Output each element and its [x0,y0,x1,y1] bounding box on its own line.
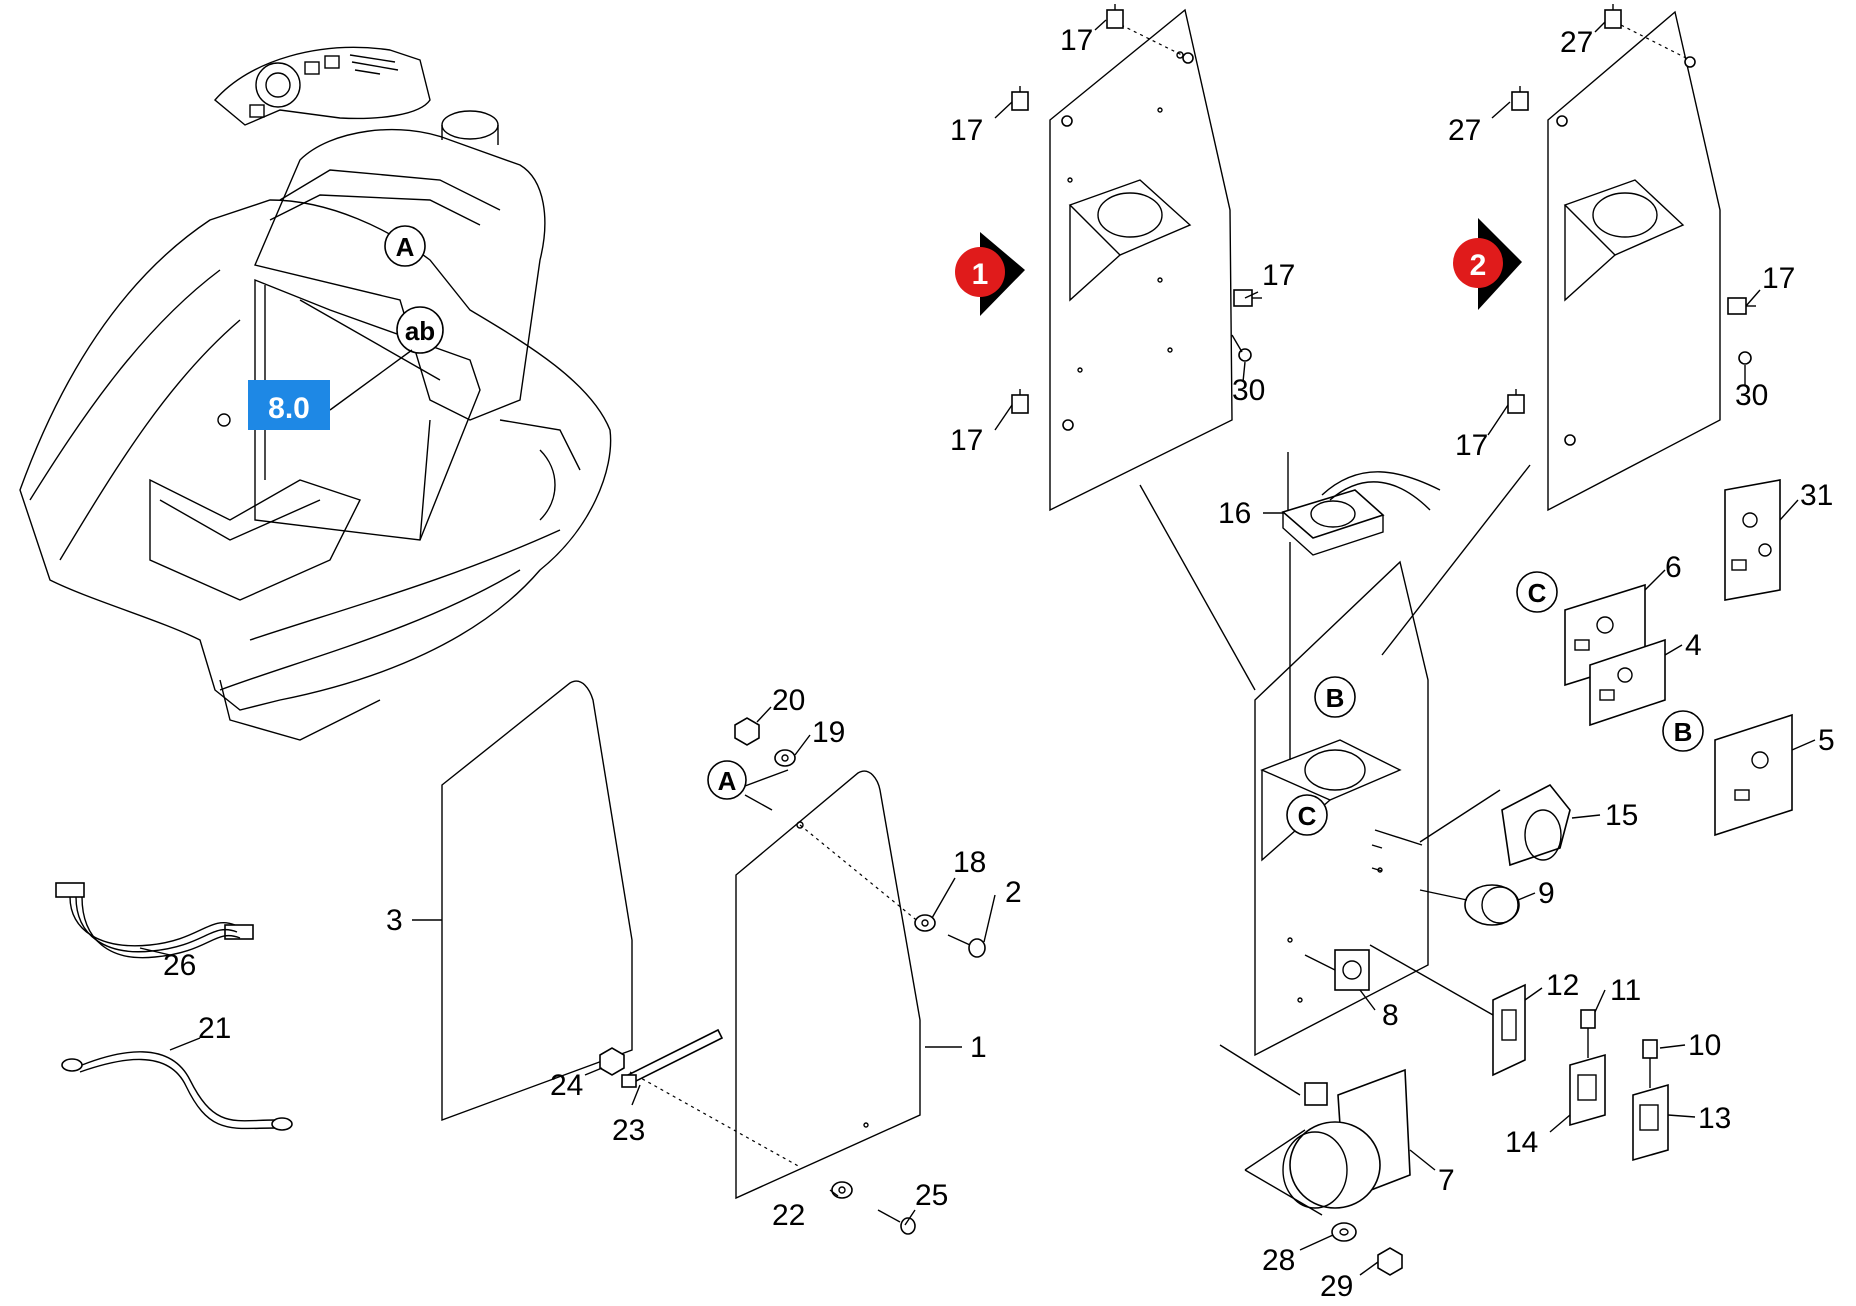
callout-2: 2 [1005,876,1022,909]
callout-15: 15 [1605,799,1638,832]
screw-2 [947,934,986,958]
ref-circle-A-housing: A [384,225,426,267]
callout-11: 11 [1610,974,1641,1007]
callout-13: 13 [1698,1102,1731,1135]
fuse-holder-14 [1569,1053,1606,1127]
callout-17: 17 [1060,24,1093,57]
ref-circle-C-board: C [1516,571,1558,613]
view-tag-8-0[interactable]: 8.0 [248,380,330,430]
nut-24 [599,1047,625,1076]
callout-17: 17 [1762,262,1795,295]
callout-31: 31 [1800,479,1833,512]
washer-19 [774,749,796,767]
callout-17: 17 [1262,259,1295,292]
panel-marker-1[interactable]: 1 [955,232,1025,316]
fuse-10 [1642,1039,1658,1088]
callout-17: 17 [1455,429,1488,462]
svg-text:ab: ab [405,316,435,346]
svg-text:B: B [1326,683,1345,713]
callout-18: 18 [953,846,986,879]
switch-block-8 [1304,949,1370,991]
callout-30: 30 [1232,374,1265,407]
pcb-5 [1714,713,1793,837]
callout-8: 8 [1382,999,1399,1032]
callout-9: 9 [1538,877,1555,910]
callout-5: 5 [1818,724,1835,757]
svg-text:C: C [1298,801,1317,831]
svg-text:C: C [1528,578,1547,608]
ref-circle-B-board: B [1662,710,1704,752]
callout-16: 16 [1218,497,1251,530]
svg-text:B: B [1674,717,1693,747]
washer-28 [1331,1222,1357,1242]
cover-plate-1 [629,770,921,1200]
callout-22: 22 [772,1199,805,1232]
callout-23: 23 [612,1114,645,1147]
pcb-31 [1724,479,1781,601]
svg-text:A: A [718,766,737,796]
mounting-plate-1 [1011,4,1262,512]
panel-marker-2[interactable]: 2 [1453,218,1522,310]
callout-3: 3 [386,904,403,937]
svg-text:8.0: 8.0 [268,392,310,425]
leader-lines [139,19,1816,1276]
ref-circle-ab-housing: ab [396,306,444,354]
svg-text:1: 1 [972,258,989,291]
callout-14: 14 [1505,1126,1538,1159]
callout-30: 30 [1735,379,1768,412]
fuse-11 [1580,1009,1596,1058]
buzzer-9 [1419,884,1520,926]
mounting-plate-2 [1507,4,1756,512]
callout-12: 12 [1546,969,1579,1002]
pcb-4 [1589,638,1666,727]
callout-17: 17 [950,114,983,147]
callout-7: 7 [1438,1164,1455,1197]
cable-harness-26 [55,882,254,959]
callout-19: 19 [812,716,845,749]
part-numbers: 17 17 17 17 30 27 27 17 17 30 16 31 6 4 … [163,24,1835,1303]
bracket-12 [1369,944,1526,1077]
motor-7 [1219,1044,1411,1216]
callout-21: 21 [198,1012,231,1045]
capacitor-15 [1374,783,1571,867]
callout-25: 25 [915,1179,948,1212]
ref-circle-C-panel: C [1286,794,1328,836]
callout-24: 24 [550,1069,583,1102]
ref-circle-B-panel: B [1314,676,1356,718]
callout-1: 1 [970,1031,987,1064]
washer-22 [831,1181,853,1199]
callout-6: 6 [1665,551,1682,584]
callout-27: 27 [1448,114,1481,147]
ground-strap-21 [61,1051,293,1131]
svg-text:2: 2 [1470,249,1487,282]
hinge-strip-23 [621,1028,724,1088]
gasket-3 [441,680,633,1122]
callout-4: 4 [1685,629,1702,662]
svg-text:A: A [396,232,415,262]
callout-20: 20 [772,684,805,717]
callout-10: 10 [1688,1029,1721,1062]
callout-17: 17 [950,424,983,457]
washer-18 [914,914,936,932]
screw-25 [877,1209,916,1235]
cooling-fan [1281,452,1441,760]
fuse-holder-13 [1632,1083,1669,1162]
callout-26: 26 [163,949,196,982]
nut-29 [1377,1247,1403,1276]
callout-29: 29 [1320,1270,1353,1303]
callout-28: 28 [1262,1244,1295,1277]
ref-circle-A-cover: A [707,760,789,811]
nut-20 [734,717,760,746]
callout-27: 27 [1560,26,1593,59]
machine-housing-drawing [19,46,612,741]
